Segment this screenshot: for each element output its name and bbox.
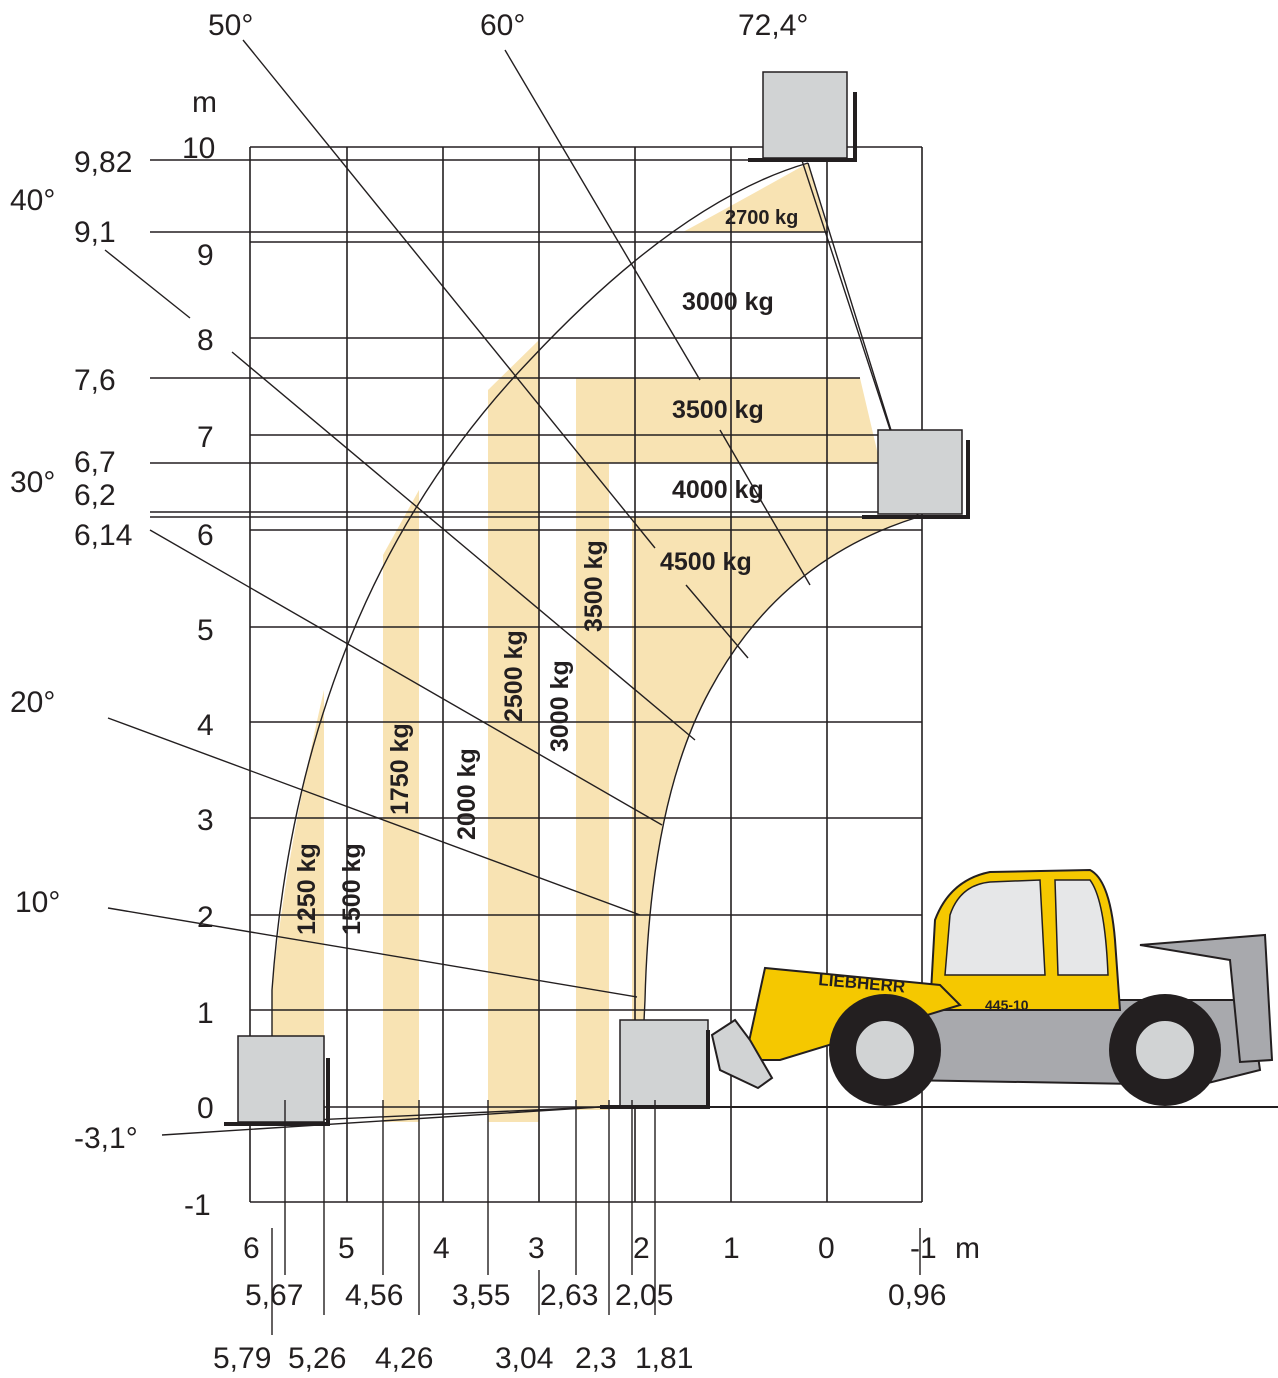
zone-3500-band bbox=[576, 378, 880, 463]
label-1750: 1750 kg bbox=[386, 723, 414, 815]
x-unit: m bbox=[955, 1232, 980, 1265]
zone-4500 bbox=[632, 517, 918, 1100]
svg-text:9,1: 9,1 bbox=[74, 216, 116, 249]
label-3000-col: 3000 kg bbox=[546, 660, 574, 752]
angle-labels: 50° 60° 72,4° 40° 30° 20° 10° -3,1° bbox=[10, 9, 808, 1155]
svg-text:1: 1 bbox=[723, 1232, 740, 1265]
svg-text:5: 5 bbox=[338, 1232, 355, 1265]
svg-text:3,55: 3,55 bbox=[452, 1279, 510, 1312]
zone-2500-top bbox=[488, 340, 539, 400]
svg-text:6: 6 bbox=[243, 1232, 260, 1265]
svg-text:3,04: 3,04 bbox=[495, 1342, 553, 1375]
svg-text:4,56: 4,56 bbox=[345, 1279, 403, 1312]
svg-text:10°: 10° bbox=[15, 886, 60, 919]
reach-labels: 5,67 4,56 3,55 2,63 2,05 0,96 5,79 5,26 … bbox=[213, 1279, 946, 1375]
svg-text:20°: 20° bbox=[10, 686, 55, 719]
svg-text:3: 3 bbox=[197, 804, 214, 837]
svg-text:2,63: 2,63 bbox=[540, 1279, 598, 1312]
load-block-mid bbox=[877, 429, 963, 515]
label-1250: 1250 kg bbox=[293, 843, 321, 935]
label-4500: 4500 kg bbox=[660, 548, 752, 576]
svg-text:4,26: 4,26 bbox=[375, 1342, 433, 1375]
svg-text:1,81: 1,81 bbox=[635, 1342, 693, 1375]
svg-text:60°: 60° bbox=[480, 9, 525, 42]
svg-text:3: 3 bbox=[528, 1232, 545, 1265]
load-block-low bbox=[619, 1019, 709, 1108]
machine-model: 445-10 bbox=[985, 997, 1029, 1013]
svg-text:6,2: 6,2 bbox=[74, 479, 116, 512]
svg-text:-1: -1 bbox=[184, 1189, 211, 1222]
svg-text:1: 1 bbox=[197, 997, 214, 1030]
svg-text:9,82: 9,82 bbox=[74, 146, 132, 179]
svg-text:-1: -1 bbox=[910, 1232, 937, 1265]
label-3000: 3000 kg bbox=[682, 288, 774, 316]
load-block-top bbox=[762, 71, 848, 159]
svg-text:2: 2 bbox=[633, 1232, 650, 1265]
svg-text:8: 8 bbox=[197, 324, 214, 357]
x-axis-labels: 6 5 4 3 2 1 0 -1 m bbox=[243, 1232, 980, 1265]
svg-text:6,7: 6,7 bbox=[74, 446, 116, 479]
svg-text:2: 2 bbox=[197, 901, 214, 934]
load-zones bbox=[272, 163, 918, 1122]
svg-text:9: 9 bbox=[197, 239, 214, 272]
label-3500-col: 3500 kg bbox=[580, 540, 608, 632]
load-labels: 1250 kg 1500 kg 1750 kg 2000 kg 2500 kg … bbox=[293, 207, 798, 935]
load-block-far bbox=[237, 1035, 325, 1123]
height-lines bbox=[150, 159, 918, 518]
zone-1250 bbox=[272, 690, 324, 1122]
reach-ticks bbox=[271, 1100, 921, 1335]
label-4000: 4000 kg bbox=[672, 476, 764, 504]
label-2500: 2500 kg bbox=[500, 630, 528, 722]
svg-text:72,4°: 72,4° bbox=[738, 9, 808, 42]
zone-2700 bbox=[683, 163, 828, 232]
height-mark-labels: 9,82 9,1 7,6 6,7 6,2 6,14 bbox=[74, 146, 132, 552]
svg-text:10: 10 bbox=[182, 132, 215, 165]
zone-1750 bbox=[383, 555, 419, 1122]
svg-text:0: 0 bbox=[818, 1232, 835, 1265]
svg-text:5: 5 bbox=[197, 614, 214, 647]
svg-text:30°: 30° bbox=[10, 466, 55, 499]
svg-text:50°: 50° bbox=[208, 9, 253, 42]
svg-text:2,05: 2,05 bbox=[615, 1279, 673, 1312]
svg-text:7,6: 7,6 bbox=[74, 364, 116, 397]
telehandler-machine: LIEBHERR 445-10 bbox=[700, 868, 1278, 1108]
svg-text:4: 4 bbox=[433, 1232, 450, 1265]
svg-text:5,67: 5,67 bbox=[245, 1279, 303, 1312]
svg-text:-3,1°: -3,1° bbox=[74, 1122, 138, 1155]
y-unit: m bbox=[192, 86, 217, 119]
svg-text:7: 7 bbox=[197, 421, 214, 454]
zone-3500-col bbox=[576, 378, 609, 1110]
svg-text:2,3: 2,3 bbox=[575, 1342, 617, 1375]
svg-text:5,26: 5,26 bbox=[288, 1342, 346, 1375]
load-blocks bbox=[224, 71, 970, 1126]
label-2700: 2700 kg bbox=[725, 207, 798, 229]
svg-text:0,96: 0,96 bbox=[888, 1279, 946, 1312]
svg-text:0: 0 bbox=[197, 1092, 214, 1125]
svg-text:40°: 40° bbox=[10, 184, 55, 217]
label-1500: 1500 kg bbox=[338, 843, 366, 935]
svg-text:4: 4 bbox=[197, 709, 214, 742]
svg-text:6: 6 bbox=[197, 519, 214, 552]
label-2000: 2000 kg bbox=[453, 748, 481, 840]
label-3500: 3500 kg bbox=[672, 396, 764, 424]
svg-text:5,79: 5,79 bbox=[213, 1342, 271, 1375]
svg-text:6,14: 6,14 bbox=[74, 519, 132, 552]
y-axis-labels: m 10 9 8 7 6 5 4 3 2 1 0 -1 bbox=[182, 86, 217, 1222]
zone-1750-top bbox=[383, 490, 419, 560]
zone-2500 bbox=[488, 390, 539, 1122]
